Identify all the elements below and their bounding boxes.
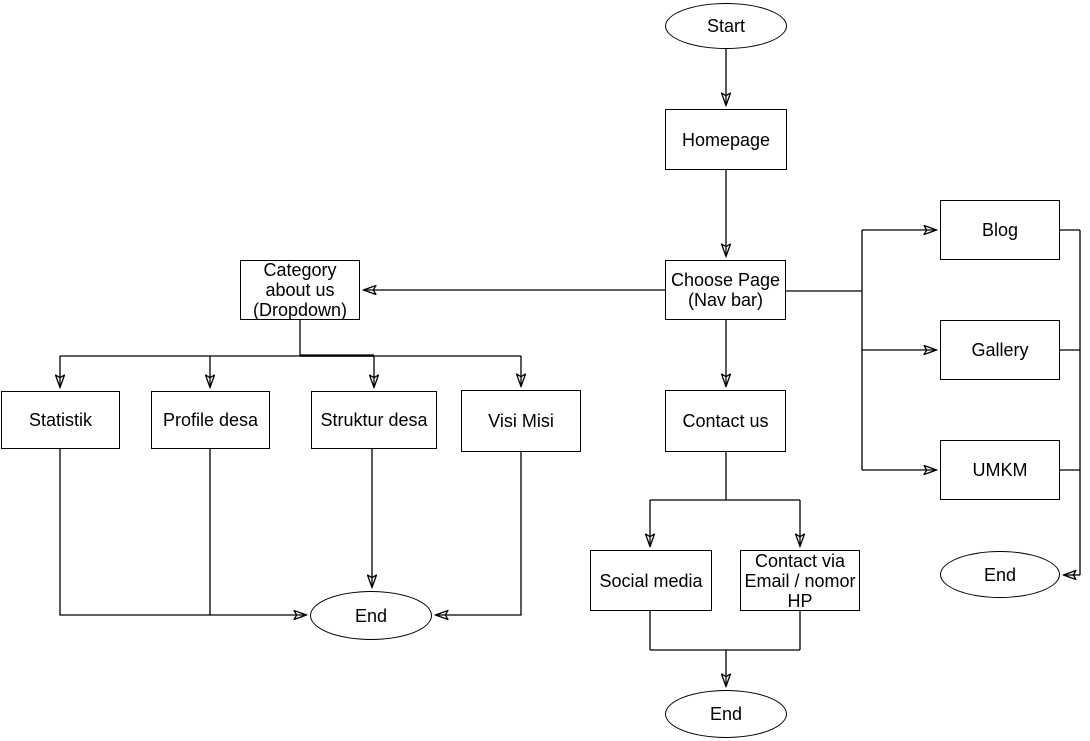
edge-statistik-to-end-left (59, 449, 306, 615)
node-visi-misi: Visi Misi (461, 390, 581, 452)
node-contact-via-email: Contact via Email / nomor HP (740, 550, 860, 611)
node-choose-page-label: Choose Page (Nav bar) (670, 270, 781, 310)
node-homepage-label: Homepage (681, 129, 771, 150)
node-social-media-label: Social media (599, 570, 703, 591)
node-end-right-label: End (983, 564, 1017, 585)
node-category-about-us: Category about us (Dropdown) (240, 260, 360, 320)
node-start: Start (665, 3, 787, 49)
edge-visi-misi-to-end-left (436, 452, 522, 615)
node-umkm: UMKM (940, 440, 1060, 500)
node-contact-via-email-label: Contact via Email / nomor HP (744, 550, 856, 611)
node-profile-desa-label: Profile desa (162, 410, 259, 430)
node-struktur-desa-label: Struktur desa (320, 410, 428, 430)
node-social-media: Social media (590, 550, 712, 611)
node-gallery: Gallery (940, 320, 1060, 380)
node-blog: Blog (940, 200, 1060, 260)
node-end-left-label: End (354, 605, 388, 626)
node-umkm-label: UMKM (972, 460, 1028, 480)
node-category-label: Category about us (Dropdown) (252, 260, 348, 320)
node-gallery-label: Gallery (971, 340, 1029, 360)
node-visi-misi-label: Visi Misi (488, 411, 554, 431)
node-end-bottom: End (665, 690, 787, 738)
node-profile-desa: Profile desa (151, 391, 270, 449)
node-statistik: Statistik (1, 391, 120, 449)
node-struktur-desa: Struktur desa (311, 391, 437, 449)
node-blog-label: Blog (981, 220, 1019, 240)
node-homepage: Homepage (665, 109, 787, 170)
node-contact-us-label: Contact us (682, 411, 769, 431)
node-contact-us: Contact us (665, 390, 786, 452)
node-end-bottom-label: End (709, 704, 743, 724)
node-start-label: Start (706, 16, 745, 36)
node-end-left: End (310, 591, 432, 640)
node-end-right: End (940, 551, 1060, 598)
node-choose-page: Choose Page (Nav bar) (665, 260, 786, 320)
node-statistik-label: Statistik (28, 410, 93, 430)
